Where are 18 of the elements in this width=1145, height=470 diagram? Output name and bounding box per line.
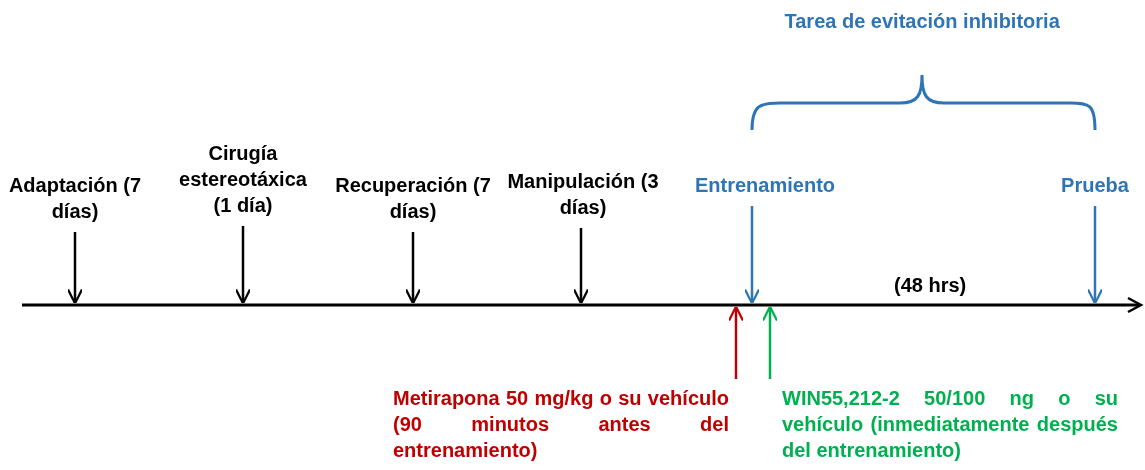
arrow <box>572 228 590 305</box>
arrow <box>404 232 422 305</box>
arrow <box>234 226 252 305</box>
arrow <box>66 232 84 305</box>
timeline-step-label: Recuperación (7 días) <box>328 172 498 224</box>
arrow <box>727 305 745 379</box>
timeline-step-label: Cirugía estereotáxica (1 día) <box>168 140 318 218</box>
timeline-step-label: Adaptación (7 días) <box>0 172 150 224</box>
treatment-note: Metirapona 50 mg/kg o su vehículo (90 minutos antes del entrenamiento) <box>393 385 729 463</box>
arrow <box>743 206 761 305</box>
timeline-step-label: Manipulación (3 días) <box>498 168 668 220</box>
arrow <box>1086 206 1104 305</box>
timeline-step-label: Prueba <box>1050 172 1140 198</box>
duration-label: (48 hrs) <box>894 273 967 298</box>
arrow <box>761 305 779 379</box>
treatment-note: WIN55,212-2 50/100 ng o su vehículo (inmediatamente después del entrenamiento) <box>782 385 1118 463</box>
bracket-title: Tarea de evitación inhibitoria <box>784 9 1060 34</box>
timeline-step-label: Entrenamiento <box>675 172 855 198</box>
